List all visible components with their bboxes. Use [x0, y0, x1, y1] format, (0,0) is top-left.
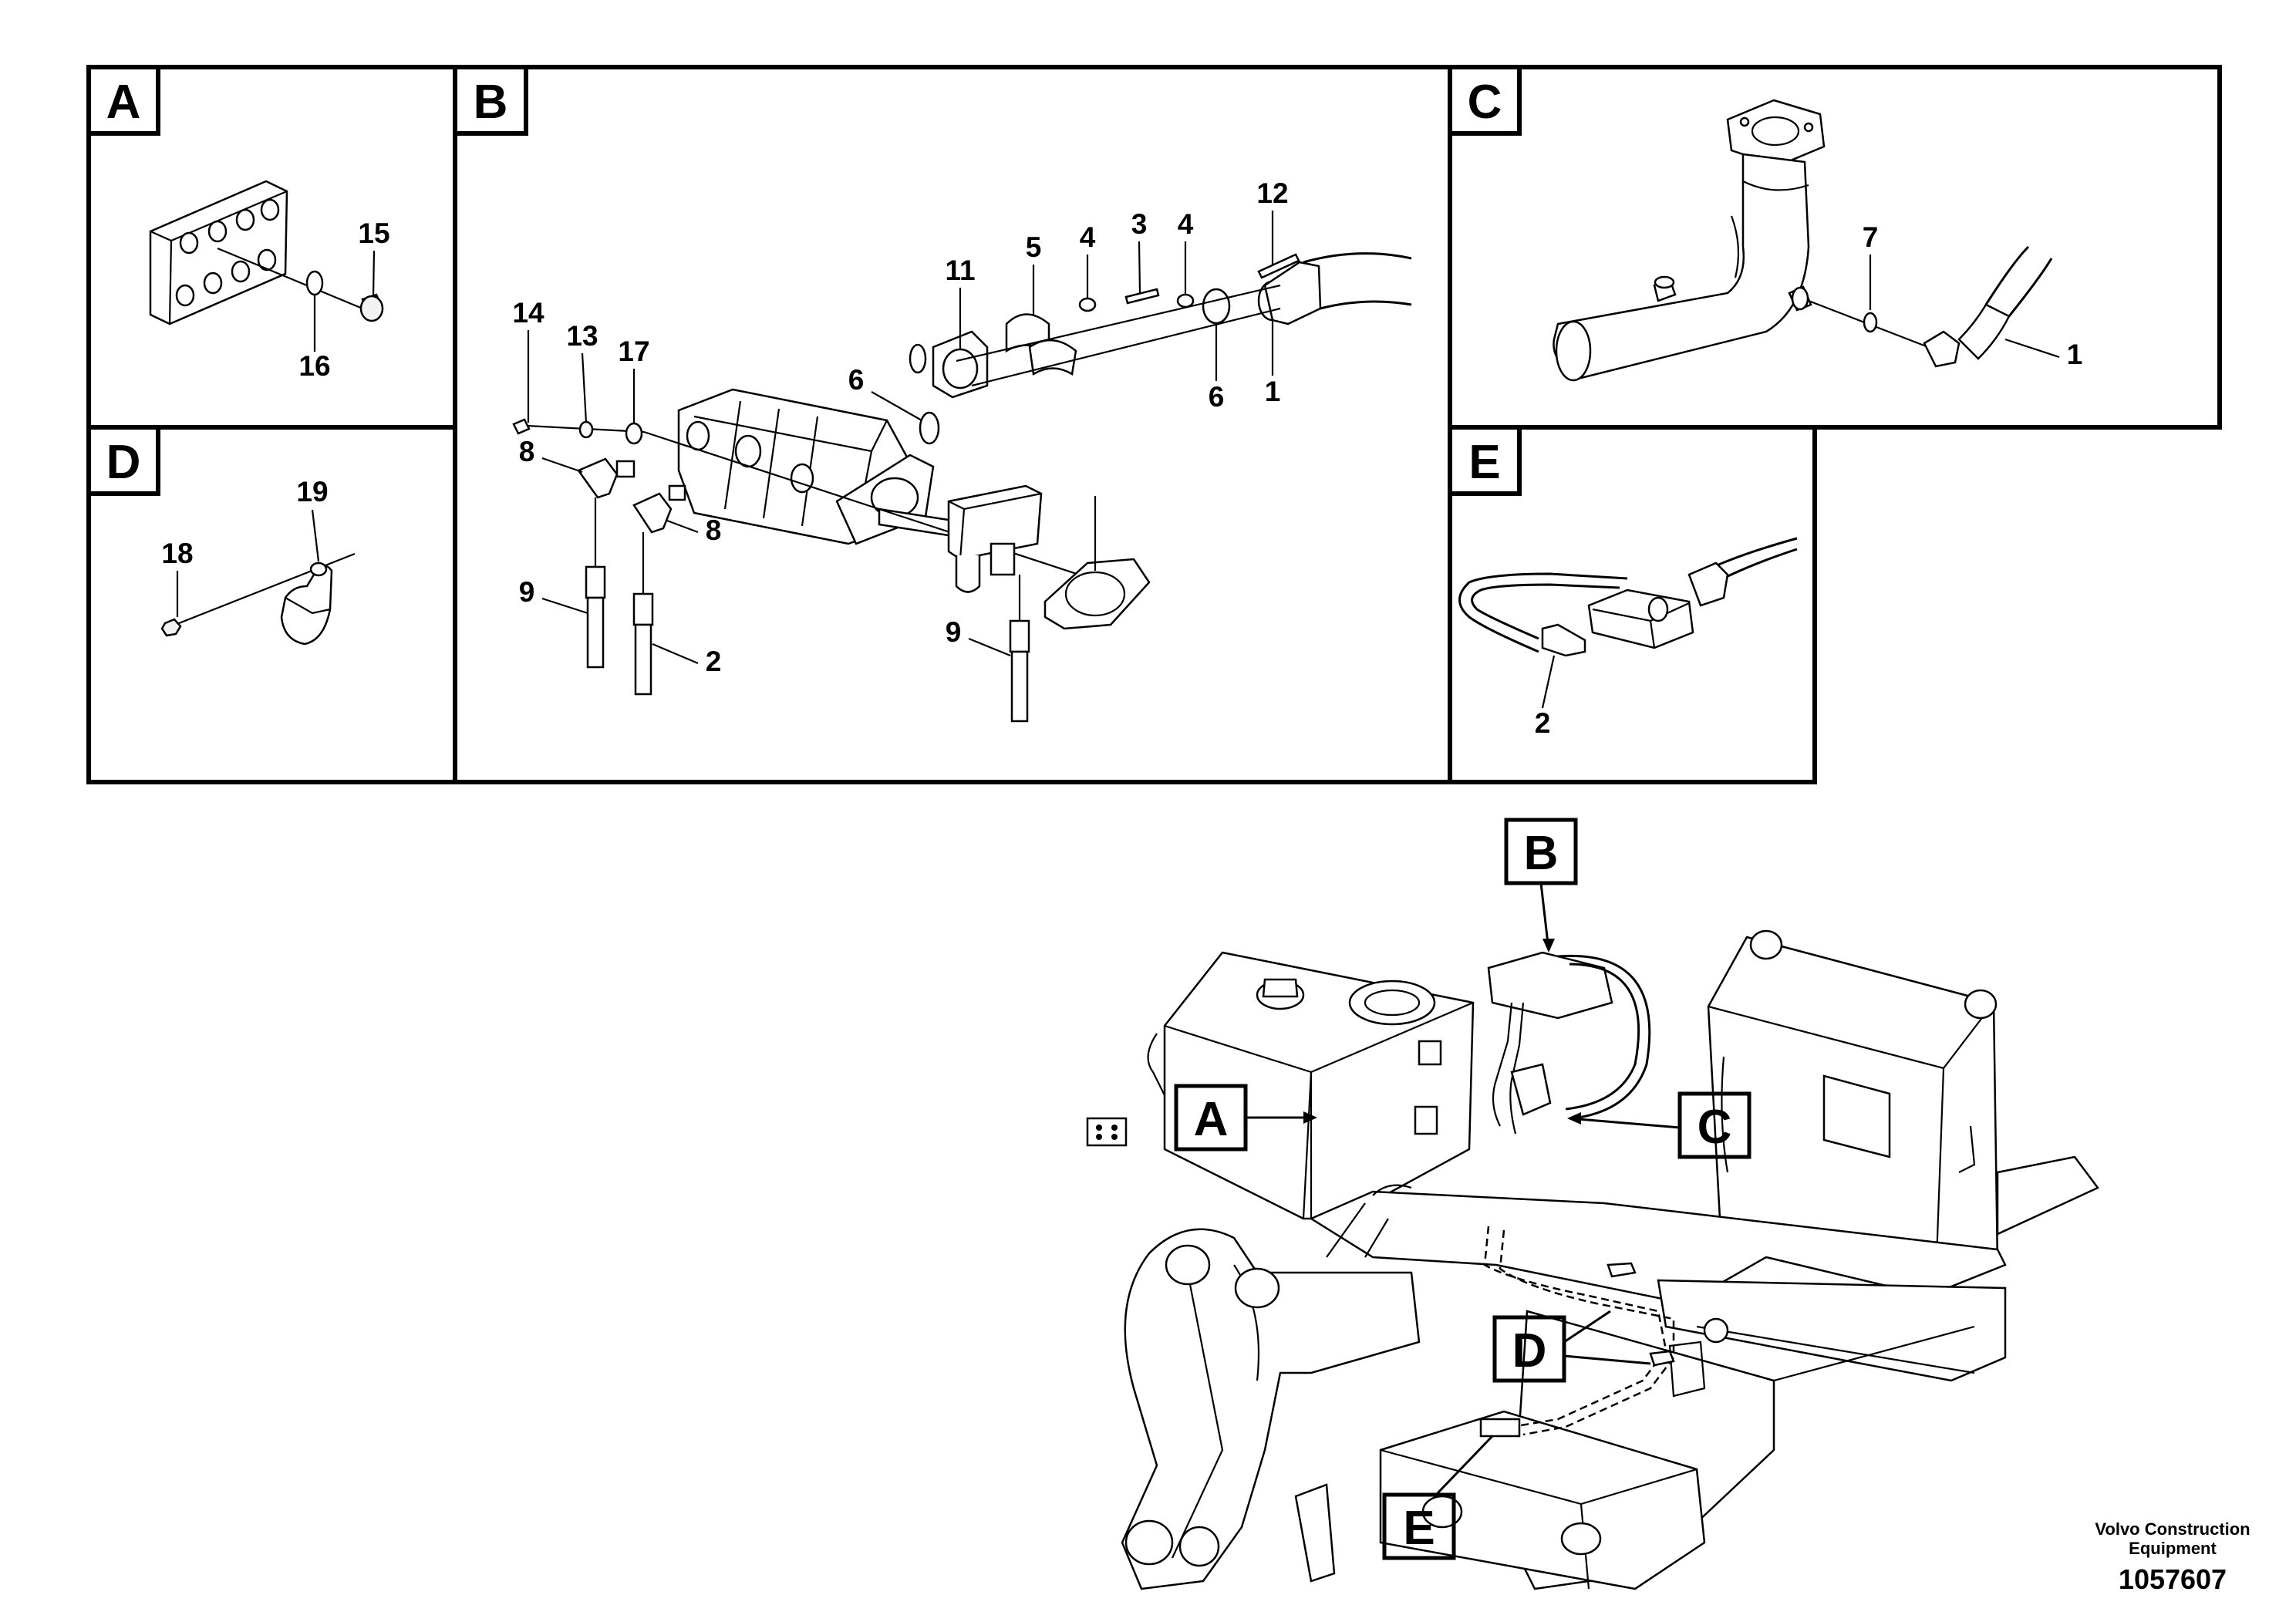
callout-b: B — [1504, 818, 1578, 953]
label-e-2: 2 — [1535, 707, 1551, 739]
label-d-18: 18 — [161, 538, 193, 569]
label-c-7: 7 — [1863, 221, 1879, 253]
callout-a-letter: A — [1194, 1093, 1229, 1146]
label-b-10: 11 — [945, 255, 975, 286]
panel-d-letter: D — [106, 436, 141, 489]
callout-c-letter: C — [1698, 1101, 1732, 1154]
panel-e: E — [1448, 425, 1817, 784]
label-b-13: 13 — [566, 320, 598, 352]
callout-e: E — [1382, 1435, 1494, 1560]
brand-line-2: Equipment — [2129, 1539, 2217, 1558]
label-d-19: 19 — [296, 476, 328, 508]
label-a-15: 15 — [358, 218, 389, 249]
label-b-11: 12 — [1256, 177, 1288, 209]
label-b-4-left: 4 — [1080, 221, 1096, 253]
callout-a: A — [1174, 1084, 1317, 1152]
label-b-2: 2 — [706, 646, 722, 677]
panel-b-drawing — [512, 252, 1412, 723]
label-b-5: 5 — [1026, 231, 1042, 263]
label-b-6-left: 6 — [848, 364, 865, 396]
document-number: 1057607 — [2119, 1563, 2227, 1595]
label-b-4-right: 4 — [1178, 208, 1194, 240]
panel-c-drawing — [1553, 99, 2053, 382]
label-b-8-right: 8 — [706, 514, 722, 546]
label-b-6-right: 6 — [1209, 381, 1225, 413]
brand-line-1: Volvo Construction — [2095, 1519, 2250, 1539]
panel-e-letter: E — [1468, 436, 1500, 489]
label-b-14: 17 — [618, 336, 649, 367]
label-b-9-right: 9 — [946, 616, 962, 648]
callout-d-letter: D — [1512, 1324, 1547, 1378]
label-b-1: 1 — [1265, 376, 1281, 407]
panel-b-letter: B — [474, 76, 508, 129]
label-a-16: 16 — [298, 350, 330, 382]
panel-a-drawing — [149, 180, 384, 325]
label-b-3: 3 — [1131, 208, 1148, 240]
label-b-8-left: 8 — [519, 436, 535, 467]
label-b-9-left: 9 — [519, 576, 535, 608]
callout-b-letter: B — [1524, 827, 1559, 880]
panel-e-drawing — [1458, 537, 1798, 657]
machine-overview-drawing — [1086, 929, 2099, 1590]
panel-a-letter: A — [106, 76, 141, 129]
panel-b: B — [453, 65, 1452, 784]
panel-d-drawing — [160, 552, 356, 646]
panel-d: D — [86, 425, 457, 784]
callout-d: D — [1492, 1310, 1651, 1383]
callout-e-letter: E — [1403, 1502, 1435, 1555]
callout-c: C — [1567, 1091, 1752, 1159]
label-b-12: 14 — [512, 297, 544, 329]
label-c-1: 1 — [2067, 339, 2083, 370]
panel-c: C — [1448, 65, 2222, 430]
panel-c-letter: C — [1468, 76, 1502, 129]
